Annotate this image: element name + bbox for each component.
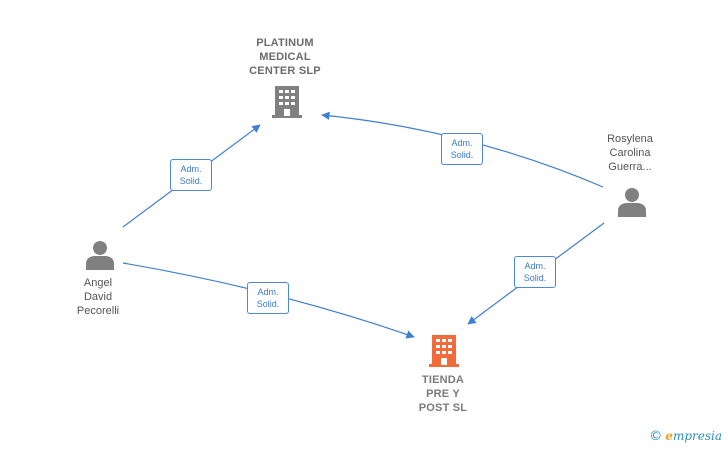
person-name-angel[interactable]: Angel David Pecorelli xyxy=(76,277,120,317)
person-icon xyxy=(618,188,646,217)
edge-label-angel-tienda: Adm. Solid. xyxy=(247,282,289,314)
edge-label-rosylena-platinum: Adm. Solid. xyxy=(441,133,483,165)
person-icon xyxy=(86,241,114,270)
copyright-icon: © xyxy=(649,429,663,444)
building-icon xyxy=(429,335,459,367)
person-name-rosylena[interactable]: Rosylena Carolina Guerra... xyxy=(607,133,653,173)
building-icon xyxy=(272,86,302,118)
edge-label-angel-platinum: Adm. Solid. xyxy=(170,159,212,191)
company-name-platinum[interactable]: PLATINUM MEDICAL CENTER SLP xyxy=(249,37,321,77)
company-name-tienda[interactable]: TIENDA PRE Y POST SL xyxy=(418,374,468,414)
empresia-logo[interactable]: ©empresia xyxy=(649,429,722,444)
edge-label-rosylena-tienda: Adm. Solid. xyxy=(514,256,556,288)
